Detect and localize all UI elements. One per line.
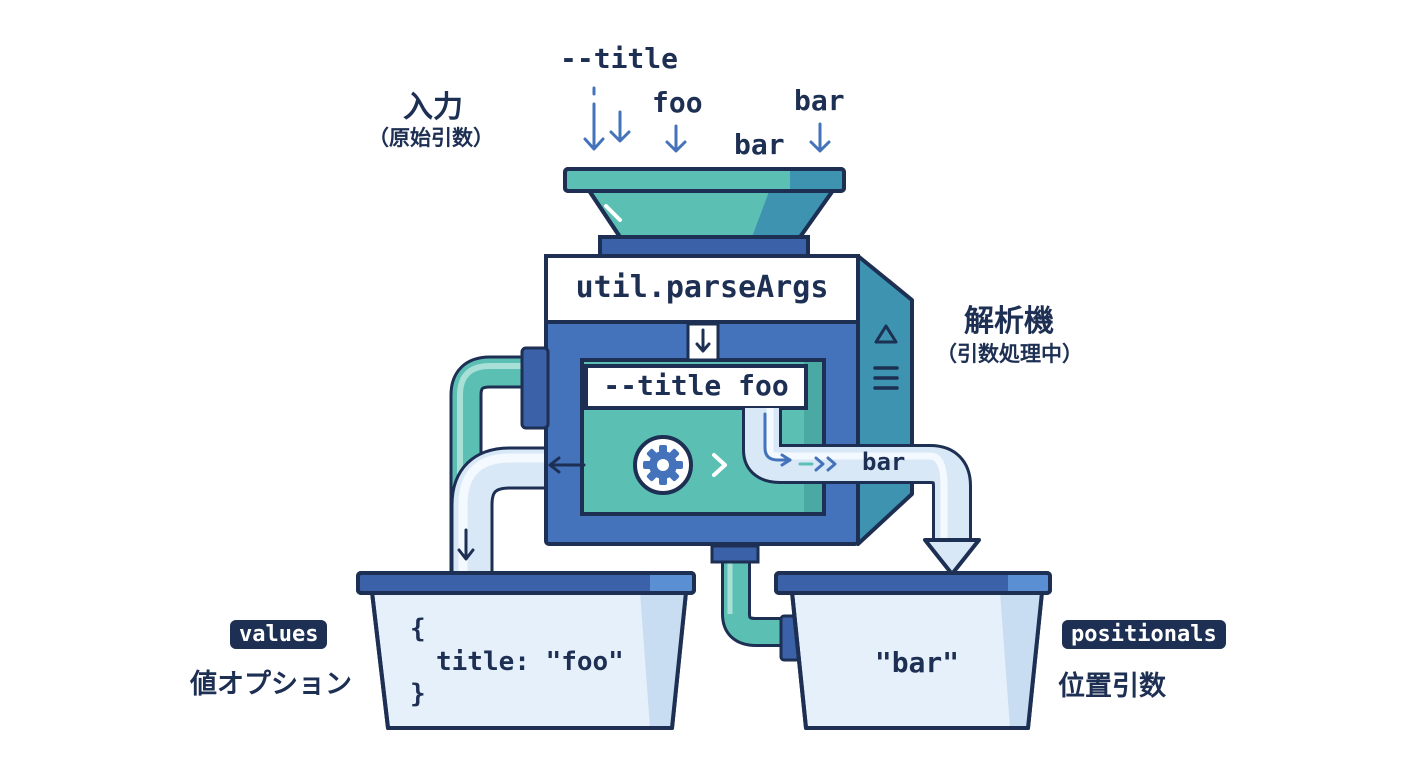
machine-label-plate — [544, 254, 860, 324]
token-foo: foo — [652, 86, 703, 119]
machine-subtitle: （引数処理中） — [936, 342, 1083, 366]
input-arrow-3-head — [665, 140, 687, 153]
input-arrow-1-head — [583, 137, 605, 151]
machine-title: 解析機 — [964, 304, 1054, 339]
positionals-tag: positionals — [1062, 620, 1226, 649]
values-tag: values — [230, 620, 328, 649]
left-upper-pipe — [449, 355, 528, 580]
values-open-brace: { — [410, 614, 426, 644]
right-output-pipe — [742, 408, 981, 576]
positionals-content: "bar" — [874, 646, 960, 679]
token-bar-1: bar — [734, 128, 785, 161]
values-entry: title: "foo" — [436, 647, 624, 677]
machine-side — [856, 254, 914, 546]
vent-icon — [873, 366, 899, 390]
values-close-brace: } — [410, 679, 426, 709]
bottom-valve — [710, 544, 760, 564]
left-side-valve — [520, 346, 550, 430]
slot-box — [584, 364, 808, 410]
slot-text: --title foo — [603, 369, 789, 402]
input-arrow-4-head — [809, 140, 831, 153]
token-bar-2: bar — [794, 84, 845, 117]
machine-label: util.parseArgs — [575, 270, 829, 305]
values-bin — [356, 571, 696, 730]
left-lower-pipe — [450, 446, 650, 580]
passing-token: bar — [862, 448, 906, 476]
token-title-flag: --title — [560, 42, 679, 75]
input-arrows — [583, 86, 831, 153]
positionals-caption: 位置引数 — [1058, 671, 1166, 702]
input-arrow-2-head — [609, 130, 631, 143]
values-caption: 値オプション — [190, 669, 352, 700]
positionals-bin — [774, 571, 1052, 730]
chevron-right-icon — [712, 453, 727, 477]
triangle-icon — [874, 324, 898, 344]
input-title: 入力 — [403, 90, 463, 125]
gear-icon — [633, 435, 693, 495]
funnel — [563, 167, 846, 259]
bottom-pipe — [721, 556, 790, 647]
input-subtitle: （原始引数） — [368, 126, 494, 150]
